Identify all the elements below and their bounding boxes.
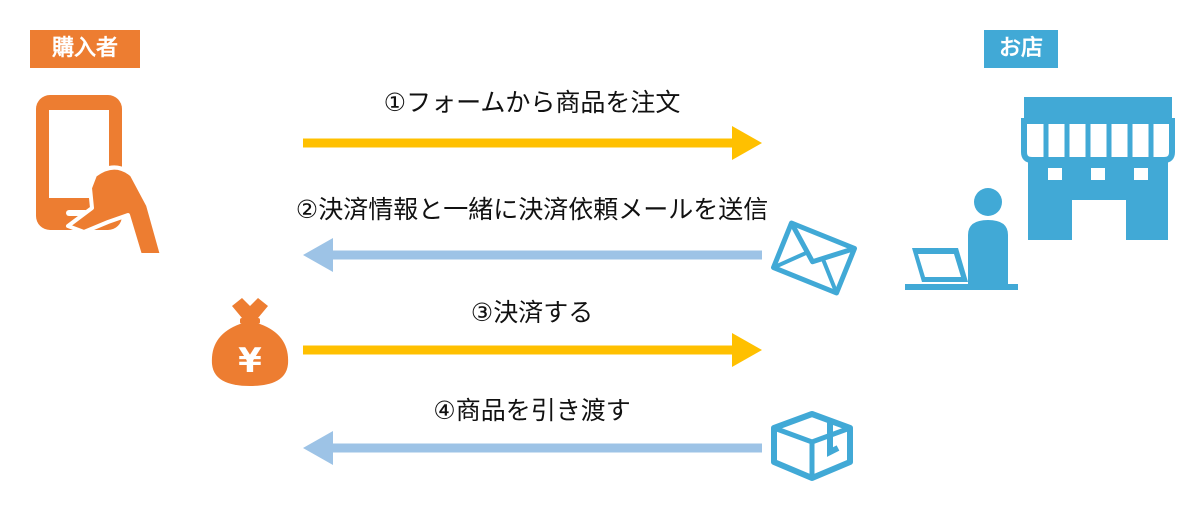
step-3-label: ③決済する	[470, 298, 594, 327]
step-2-label: ②決済情報と一緒に決済依頼メールを送信	[295, 195, 769, 224]
arrow-step-1	[303, 126, 762, 160]
storefront-icon	[1021, 97, 1175, 240]
arrow-step-2	[303, 238, 762, 272]
step-4-label: ④商品を引き渡す	[433, 396, 631, 425]
yen-money-bag-icon: ¥	[211, 298, 289, 386]
step-1-label: ①フォームから商品を注文	[383, 88, 681, 117]
arrow-step-3	[303, 333, 762, 367]
envelope-icon	[770, 220, 858, 296]
clerk-laptop-icon	[905, 188, 1018, 290]
shop-label: お店	[984, 30, 1058, 68]
yen-symbol: ¥	[238, 341, 262, 381]
smartphone-hand-icon	[36, 95, 164, 257]
arrow-step-4	[303, 431, 762, 465]
package-box-icon	[771, 411, 853, 481]
buyer-label: 購入者	[30, 30, 140, 68]
